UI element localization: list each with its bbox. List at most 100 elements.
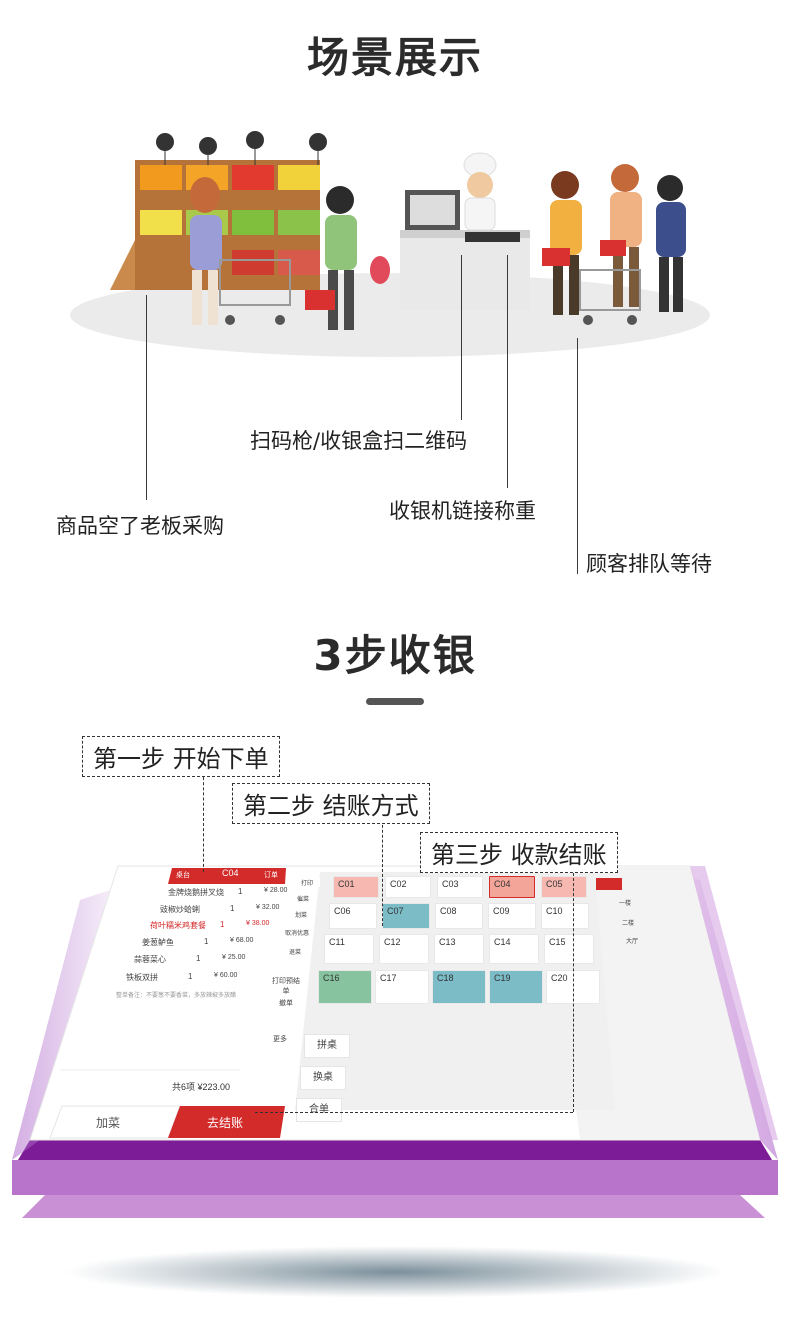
table-card[interactable]: C04 xyxy=(489,876,535,898)
order-item-qty: 1 xyxy=(220,920,225,929)
step3-connector-h xyxy=(255,1112,573,1113)
table-number: C16 xyxy=(323,973,340,983)
side-menu-item[interactable]: 取消优惠 xyxy=(284,928,310,937)
table-card[interactable]: C09 xyxy=(488,903,536,929)
order-item-price: ¥ 25.00 xyxy=(222,954,246,961)
pos-header-table: C04 xyxy=(222,868,239,878)
side-menu-item[interactable]: 划菜 xyxy=(288,910,314,919)
table-number: C11 xyxy=(329,937,345,947)
popup-menu-item[interactable]: 合单 xyxy=(296,1098,342,1122)
table-card[interactable]: C05 xyxy=(541,876,587,898)
order-note: 整单备注：不要葱不要香菜，多放辣椒多放醋 xyxy=(116,993,237,999)
table-card[interactable]: C03 xyxy=(437,876,483,898)
table-card[interactable]: C18 xyxy=(432,970,486,1004)
side-menu-item[interactable]: 撤单 xyxy=(270,998,302,1008)
table-number: C19 xyxy=(494,973,511,983)
order-item-name[interactable]: 金牌烧鹅拼叉烧 xyxy=(168,888,224,897)
table-card[interactable]: C07 xyxy=(382,903,430,929)
table-card[interactable]: C11 xyxy=(324,934,374,964)
table-card[interactable]: C13 xyxy=(434,934,484,964)
table-number: C14 xyxy=(494,937,511,947)
floor-tab[interactable]: 一楼 xyxy=(618,901,631,907)
table-number: C20 xyxy=(551,973,568,983)
table-card[interactable]: C14 xyxy=(489,934,539,964)
supermarket-scene-illustration xyxy=(70,131,710,357)
table-card[interactable]: C16 xyxy=(318,970,372,1004)
side-menu-item[interactable]: 更多 xyxy=(264,1034,296,1044)
side-menu-item[interactable]: 催菜 xyxy=(290,894,316,903)
table-card[interactable]: C19 xyxy=(489,970,543,1004)
order-item-name[interactable]: 荷叶糯米鸡套餐 xyxy=(150,921,206,930)
floor-tab[interactable]: 二楼 xyxy=(621,921,634,927)
order-item-price: ¥ 60.00 xyxy=(214,972,238,979)
order-item-qty: 1 xyxy=(188,972,193,981)
table-number: C17 xyxy=(380,973,397,983)
popup-menu-item[interactable]: 换桌 xyxy=(300,1066,346,1090)
table-number: C10 xyxy=(546,906,563,916)
order-item-qty: 1 xyxy=(196,954,201,963)
table-number: C04 xyxy=(494,879,511,889)
add-dish-button[interactable]: 加菜 xyxy=(96,1116,121,1130)
table-number: C09 xyxy=(493,906,510,916)
checkout-button[interactable]: 去结账 xyxy=(207,1116,244,1130)
order-item-name[interactable]: 铁板双拼 xyxy=(126,973,158,982)
scene-title: 场景展示 xyxy=(306,33,483,82)
callout-scanner: 扫码枪/收银盒扫二维码 xyxy=(250,429,468,453)
queue-customers xyxy=(542,164,686,325)
step1-connector xyxy=(203,772,204,872)
table-card[interactable]: C15 xyxy=(544,934,594,964)
step3-connector xyxy=(573,868,574,1112)
table-number: C18 xyxy=(437,973,454,983)
callout-queue: 顾客排队等待 xyxy=(586,552,712,576)
popup-menu-item[interactable]: 拼桌 xyxy=(304,1034,350,1058)
callout-line-scale xyxy=(507,255,508,488)
side-menu-item[interactable]: 退菜 xyxy=(282,947,308,956)
order-item-name[interactable]: 豉椒炒蛤蜊 xyxy=(160,905,200,914)
step1-box: 第一步 开始下单 xyxy=(82,736,280,777)
table-card[interactable]: C10 xyxy=(541,903,589,929)
table-number: C01 xyxy=(338,879,355,889)
side-menu-item[interactable]: 打印 xyxy=(294,878,320,887)
shopper-woman-left xyxy=(190,177,291,325)
callout-line-scanner xyxy=(461,255,462,420)
order-item-name[interactable]: 蒜蓉菜心 xyxy=(134,955,166,964)
fruit-shelf xyxy=(110,131,327,290)
section-divider xyxy=(366,698,424,705)
order-total: 共6项 ¥223.00 xyxy=(172,1082,231,1092)
order-item-price: ¥ 68.00 xyxy=(230,937,254,944)
table-number: C03 xyxy=(442,879,459,889)
callout-restock: 商品空了老板采购 xyxy=(56,514,224,538)
table-number: C13 xyxy=(439,937,456,947)
pos-header-left[interactable]: 桌台 xyxy=(176,872,190,879)
order-item-name[interactable]: 姜葱鲈鱼 xyxy=(142,938,174,947)
order-item-qty: 1 xyxy=(238,887,243,896)
table-card[interactable]: C12 xyxy=(379,934,429,964)
step2-box: 第二步 结账方式 xyxy=(232,783,430,824)
table-number: C07 xyxy=(387,906,404,916)
order-item-qty: 1 xyxy=(204,937,209,946)
table-number: C02 xyxy=(390,879,407,889)
checkout-counter xyxy=(400,152,530,310)
table-number: C06 xyxy=(334,906,351,916)
step2-connector xyxy=(382,820,383,926)
shopper-man-green xyxy=(305,186,390,330)
table-card[interactable]: C08 xyxy=(435,903,483,929)
steps-title: 3步收银 xyxy=(313,631,477,680)
floor-tab[interactable]: 大厅 xyxy=(625,939,638,945)
table-number: C12 xyxy=(384,937,401,947)
callout-line-restock xyxy=(146,295,147,500)
side-menu-item[interactable]: 打印预结单 xyxy=(270,976,302,996)
callout-line-queue xyxy=(577,338,578,574)
order-item-price: ¥ 28.00 xyxy=(264,887,288,894)
table-card[interactable]: C06 xyxy=(329,903,377,929)
table-card[interactable]: C17 xyxy=(375,970,429,1004)
pos-header-right[interactable]: 订单 xyxy=(264,872,278,879)
table-card[interactable]: C02 xyxy=(385,876,431,898)
order-item-qty: 1 xyxy=(230,904,235,913)
table-number: C15 xyxy=(549,937,566,947)
table-number: C05 xyxy=(546,879,563,889)
table-number: C08 xyxy=(440,906,457,916)
table-card[interactable]: C01 xyxy=(333,876,379,898)
step3-box: 第三步 收款结账 xyxy=(420,832,618,873)
